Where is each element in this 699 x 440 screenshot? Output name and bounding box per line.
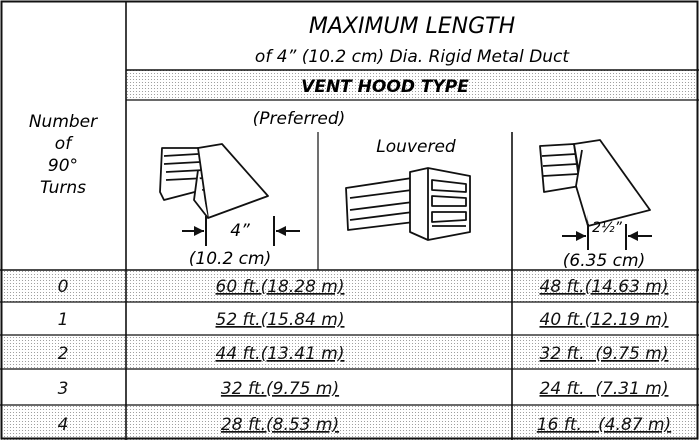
louvered-vent-icon (345, 167, 471, 241)
row-band-4 (0, 405, 699, 440)
turns-header-line-3: 90° (48, 156, 78, 176)
dimension-arrows-icon-2 (562, 224, 652, 250)
row-band-2 (0, 335, 699, 369)
row-1-turns: 1 (58, 310, 69, 330)
row-3-third: 24 ft. (7.31 m) (540, 379, 669, 399)
dimension-arrows-icon (182, 216, 300, 246)
hood-1-metric: (10.2 cm) (189, 249, 271, 269)
hood-3-metric: (6.35 cm) (563, 251, 645, 271)
row-band-0 (0, 270, 699, 302)
row-0-turns: 0 (58, 277, 69, 297)
row-2-turns: 2 (58, 344, 69, 364)
row-3-turns: 3 (58, 379, 69, 399)
row-0-preferred: 60 ft.(18.28 m) (216, 277, 345, 297)
vent-hood-angled-icon (539, 139, 651, 227)
vent-hood-type-label: VENT HOOD TYPE (301, 77, 469, 97)
turns-header-line-2: of (55, 134, 74, 154)
vent-hood-box-icon (159, 143, 269, 219)
row-2-preferred: 44 ft.(13.41 m) (216, 344, 345, 364)
hood-1-dimension: 4” (230, 221, 250, 241)
header-shaded-band (126, 70, 697, 100)
row-1-third: 40 ft.(12.19 m) (540, 310, 669, 330)
row-4-turns: 4 (58, 415, 69, 435)
table-subtitle: of 4” (10.2 cm) Dia. Rigid Metal Duct (255, 47, 570, 67)
turns-header-line-1: Number (29, 112, 98, 132)
turns-header-line-4: Turns (40, 178, 86, 198)
row-2-third: 32 ft. (9.75 m) (540, 344, 669, 364)
row-4-third: 16 ft. (4.87 m) (537, 415, 671, 435)
hood-2-name: Louvered (376, 137, 456, 157)
preferred-label: (Preferred) (253, 109, 346, 129)
row-3-preferred: 32 ft.(9.75 m) (221, 379, 339, 399)
table-title: MAXIMUM LENGTH (309, 14, 515, 39)
row-4-preferred: 28 ft.(8.53 m) (221, 415, 339, 435)
row-1-preferred: 52 ft.(15.84 m) (216, 310, 345, 330)
row-0-third: 48 ft.(14.63 m) (540, 277, 669, 297)
hood-3-dimension: 2½” (592, 220, 622, 236)
